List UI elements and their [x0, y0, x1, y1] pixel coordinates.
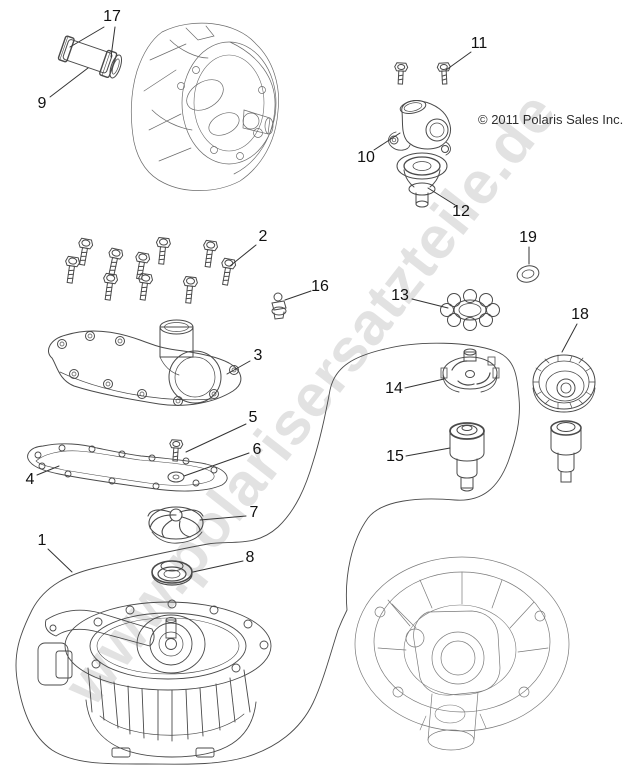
housing-cover-1: [37, 599, 272, 758]
leader-17b: [110, 26, 116, 58]
callout-18: 18: [571, 306, 589, 323]
callout-3: 3: [253, 347, 263, 364]
shaft-15: [449, 422, 485, 492]
leader-10: [373, 132, 401, 151]
leader-18: [561, 323, 578, 353]
leader-6: [183, 452, 250, 477]
callout-12: 12: [452, 203, 470, 220]
part-hose-9: [57, 35, 123, 79]
leader-7: [199, 515, 247, 521]
washer-6: [167, 471, 185, 483]
leader-14: [404, 378, 445, 389]
callout-19: 19: [519, 229, 537, 246]
bolt-set-11: [393, 62, 452, 85]
thermostat-housing-10: [388, 100, 452, 156]
leader-13: [411, 298, 449, 309]
callout-7: 7: [249, 504, 259, 521]
assembly-boundary-curve: [15, 342, 520, 765]
callout-11: 11: [470, 35, 488, 52]
impeller-7: [147, 506, 204, 544]
callout-1: 1: [37, 532, 47, 549]
leader-8: [192, 560, 244, 573]
gasket-4: [27, 443, 228, 492]
leader-15: [405, 447, 451, 457]
leader-9: [49, 67, 89, 98]
callout-10: 10: [357, 149, 375, 166]
leader-11: [445, 51, 472, 71]
callout-2: 2: [258, 228, 268, 245]
engine-case-reference: [130, 22, 279, 191]
callout-6: 6: [252, 441, 262, 458]
leader-17a: [69, 26, 105, 48]
leader-1: [47, 548, 73, 573]
callout-17: 17: [103, 8, 121, 25]
leader-12: [427, 187, 456, 206]
leader-16: [284, 290, 312, 301]
bolt-5: [168, 439, 184, 462]
seal-8: [151, 560, 193, 586]
copyright-notice: © 2011 Polaris Sales Inc.: [478, 112, 624, 127]
water-pump-cover-3: [48, 319, 242, 406]
leader-5: [185, 423, 247, 453]
bolt-set-2: [62, 236, 237, 305]
callout-8: 8: [245, 549, 255, 566]
callout-16: 16: [311, 278, 329, 295]
leader-3: [226, 360, 251, 375]
sprocket-13: [440, 289, 500, 331]
callout-14: 14: [385, 380, 403, 397]
gear-18: [532, 354, 596, 483]
leader-lines: [36, 26, 578, 573]
callout-13: 13: [391, 287, 409, 304]
leader-2: [229, 244, 257, 267]
callout-5: 5: [248, 409, 258, 426]
fitting-16: [271, 292, 287, 320]
leader-4: [36, 465, 60, 476]
washer-19: [516, 265, 540, 283]
callout-15: 15: [386, 448, 404, 465]
callout-4: 4: [25, 471, 35, 488]
thermostat-12: [396, 152, 448, 208]
rotor-14: [440, 348, 500, 393]
callout-9: 9: [37, 95, 47, 112]
inner-housing-reference: [354, 556, 570, 751]
